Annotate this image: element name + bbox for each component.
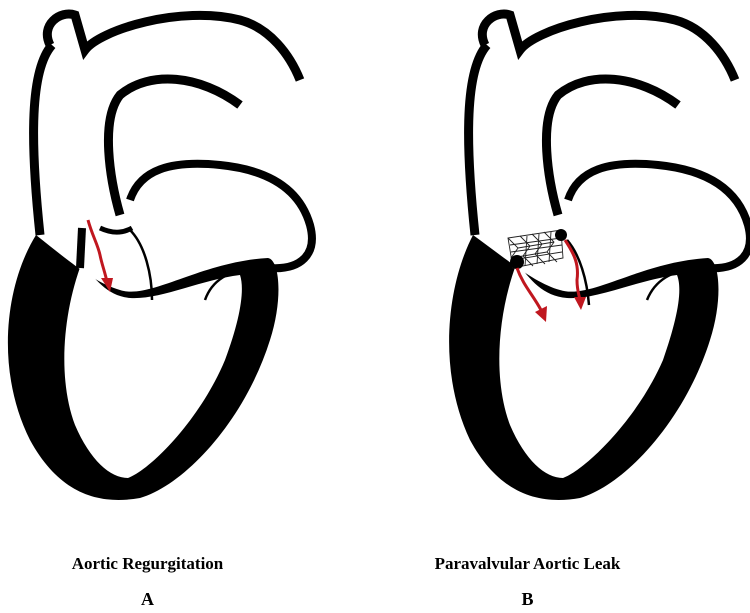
native-leaflet-right bbox=[555, 229, 567, 241]
panel-b-letter: B bbox=[340, 589, 715, 610]
heart-outline bbox=[8, 14, 312, 500]
aortic-valve-leaflet-right bbox=[100, 228, 132, 232]
aortic-valve-leaflet-left bbox=[80, 228, 82, 268]
aortic-arch bbox=[482, 14, 735, 80]
ascending-aorta bbox=[469, 45, 487, 235]
left-atrium bbox=[130, 164, 312, 268]
panel-a-title: Aortic Regurgitation bbox=[0, 554, 335, 574]
panel-aortic-regurgitation: Aortic Regurgitation A bbox=[0, 0, 375, 613]
heart-diagram-a bbox=[0, 0, 375, 540]
aortic-arch bbox=[47, 14, 300, 80]
ascending-aorta bbox=[34, 45, 52, 235]
panel-b-title: Paravalvular Aortic Leak bbox=[340, 554, 715, 574]
panel-a-letter: A bbox=[0, 589, 335, 610]
heart-diagram-b bbox=[375, 0, 750, 540]
native-leaflet-left bbox=[510, 255, 524, 269]
left-atrium bbox=[568, 164, 750, 268]
heart-outline bbox=[449, 14, 750, 500]
panel-paravalvular-aortic-leak: Paravalvular Aortic Leak B bbox=[375, 0, 750, 613]
